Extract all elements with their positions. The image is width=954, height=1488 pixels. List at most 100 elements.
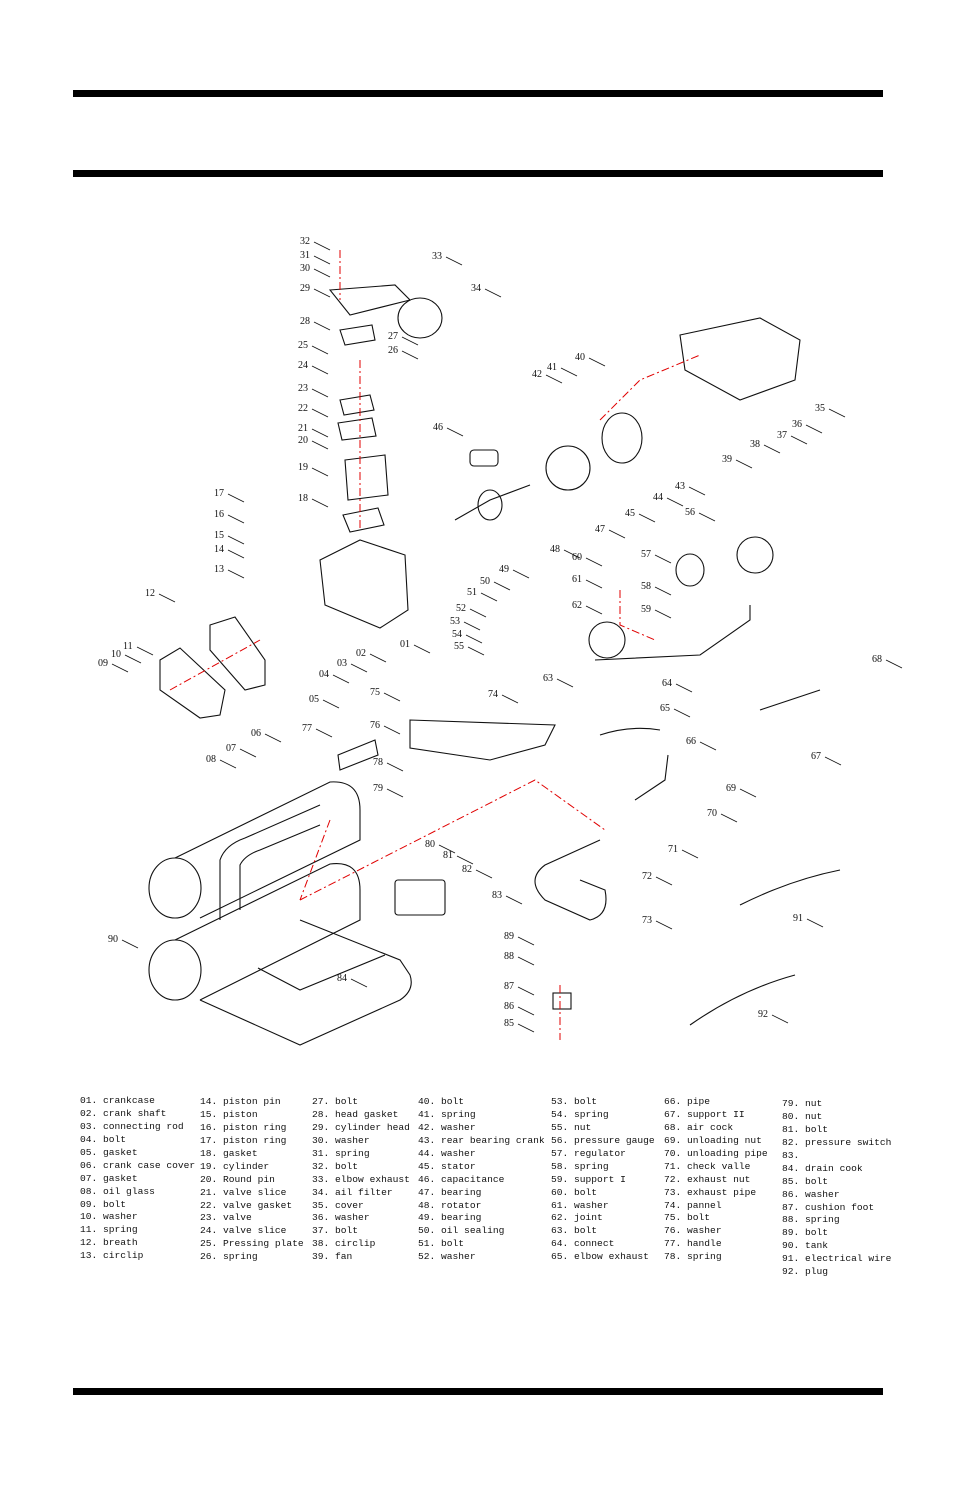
part-entry: 07. gasket (80, 1172, 138, 1184)
leader-line (311, 365, 329, 375)
callout-89: 89 (504, 931, 514, 942)
callout-51: 51 (467, 587, 477, 598)
callout-36: 36 (792, 419, 802, 430)
motor-parts-drawing (159, 284, 801, 719)
leader-line (560, 367, 578, 377)
callout-12: 12 (145, 588, 155, 599)
leader-line (805, 424, 823, 434)
part-entry: 59. support I (551, 1173, 626, 1185)
leader-line (313, 241, 331, 251)
part-entry: 22. valve gasket (200, 1199, 293, 1211)
leader-line (655, 920, 673, 930)
exploded-parts-diagram: 3231302933342827262524232221201918171615… (98, 236, 903, 1046)
part-entry: 84. drain cook (782, 1162, 863, 1174)
callout-75: 75 (370, 687, 380, 698)
part-entry: 25. Pressing plate (200, 1238, 304, 1250)
leader-line (585, 557, 603, 567)
callout-72: 72 (642, 871, 652, 882)
leader-line (588, 357, 606, 367)
leader-line (227, 569, 245, 579)
part-entry: 15. piston (200, 1108, 258, 1120)
callout-02: 02 (356, 648, 366, 659)
callout-23: 23 (298, 383, 308, 394)
callout-61: 61 (572, 574, 582, 585)
assembly-lines (169, 250, 701, 1040)
callout-60: 60 (572, 552, 582, 563)
callout-42: 42 (532, 369, 542, 380)
callout-07: 07 (226, 743, 236, 754)
part-entry: 73. exhaust pipe (664, 1186, 757, 1198)
callout-55: 55 (454, 641, 464, 652)
part-entry: 29. cylinder head (312, 1121, 410, 1133)
part-entry: 77. handle (664, 1238, 722, 1250)
callout-11: 11 (123, 641, 133, 652)
leader-line (638, 513, 656, 523)
leader-line (313, 268, 331, 278)
part-entry: 32. bolt (312, 1160, 359, 1172)
callout-03: 03 (337, 658, 347, 669)
callout-40: 40 (575, 352, 585, 363)
callout-57: 57 (641, 549, 651, 560)
leader-line (673, 708, 691, 718)
callout-43: 43 (675, 481, 685, 492)
leader-line (763, 444, 781, 454)
leader-line (585, 579, 603, 589)
callout-32: 32 (300, 236, 310, 247)
leader-line (311, 467, 329, 477)
part-entry: 48. rotator (418, 1199, 482, 1211)
leader-line (350, 978, 368, 988)
part-entry: 24. valve slice (200, 1225, 287, 1237)
leader-line (383, 692, 401, 702)
part-entry: 42. washer (418, 1121, 476, 1133)
callout-63: 63 (543, 673, 553, 684)
leader-line (608, 529, 626, 539)
callout-83: 83 (492, 890, 502, 901)
callout-35: 35 (815, 403, 825, 414)
callout-70: 70 (707, 808, 717, 819)
leader-line (735, 459, 753, 469)
leader-line (681, 849, 699, 859)
part-entry: 47. bearing (418, 1186, 482, 1198)
leader-line (315, 728, 333, 738)
leader-line (386, 788, 404, 798)
leader-line (699, 741, 717, 751)
leader-line (386, 762, 404, 772)
part-entry: 38. circlip (312, 1238, 376, 1250)
callout-82: 82 (462, 864, 472, 875)
leader-line (512, 569, 530, 579)
leader-line (666, 497, 684, 507)
leader-line (501, 694, 519, 704)
callout-30: 30 (300, 263, 310, 274)
part-entry: 92. plug (782, 1266, 829, 1278)
part-entry: 58. spring (551, 1160, 609, 1172)
leader-line (227, 514, 245, 524)
leader-line (456, 855, 474, 865)
part-entry: 01. crankcase (80, 1095, 155, 1106)
part-entry: 82. pressure switch (782, 1136, 892, 1148)
part-entry: 74. pannel (664, 1199, 722, 1211)
callout-33: 33 (432, 251, 442, 262)
part-entry: 44. washer (418, 1147, 476, 1159)
part-entry: 26. spring (200, 1251, 258, 1263)
callout-92: 92 (758, 1009, 768, 1020)
callout-47: 47 (595, 524, 605, 535)
callout-58: 58 (641, 581, 651, 592)
callout-66: 66 (686, 736, 696, 747)
part-entry: 04. bolt (80, 1133, 127, 1145)
leader-line (463, 621, 481, 631)
leader-line (469, 608, 487, 618)
callout-17: 17 (214, 488, 224, 499)
part-entry: 72. exhaust nut (664, 1173, 751, 1185)
leader-line (227, 535, 245, 545)
leader-line (313, 321, 331, 331)
leader-line (556, 678, 574, 688)
callout-56: 56 (685, 507, 695, 518)
part-entry: 41. spring (418, 1108, 476, 1120)
callout-79: 79 (373, 783, 383, 794)
leader-line (517, 936, 535, 946)
part-entry: 53. bolt (551, 1096, 598, 1107)
leader-line (322, 699, 340, 709)
callout-04: 04 (319, 669, 329, 680)
